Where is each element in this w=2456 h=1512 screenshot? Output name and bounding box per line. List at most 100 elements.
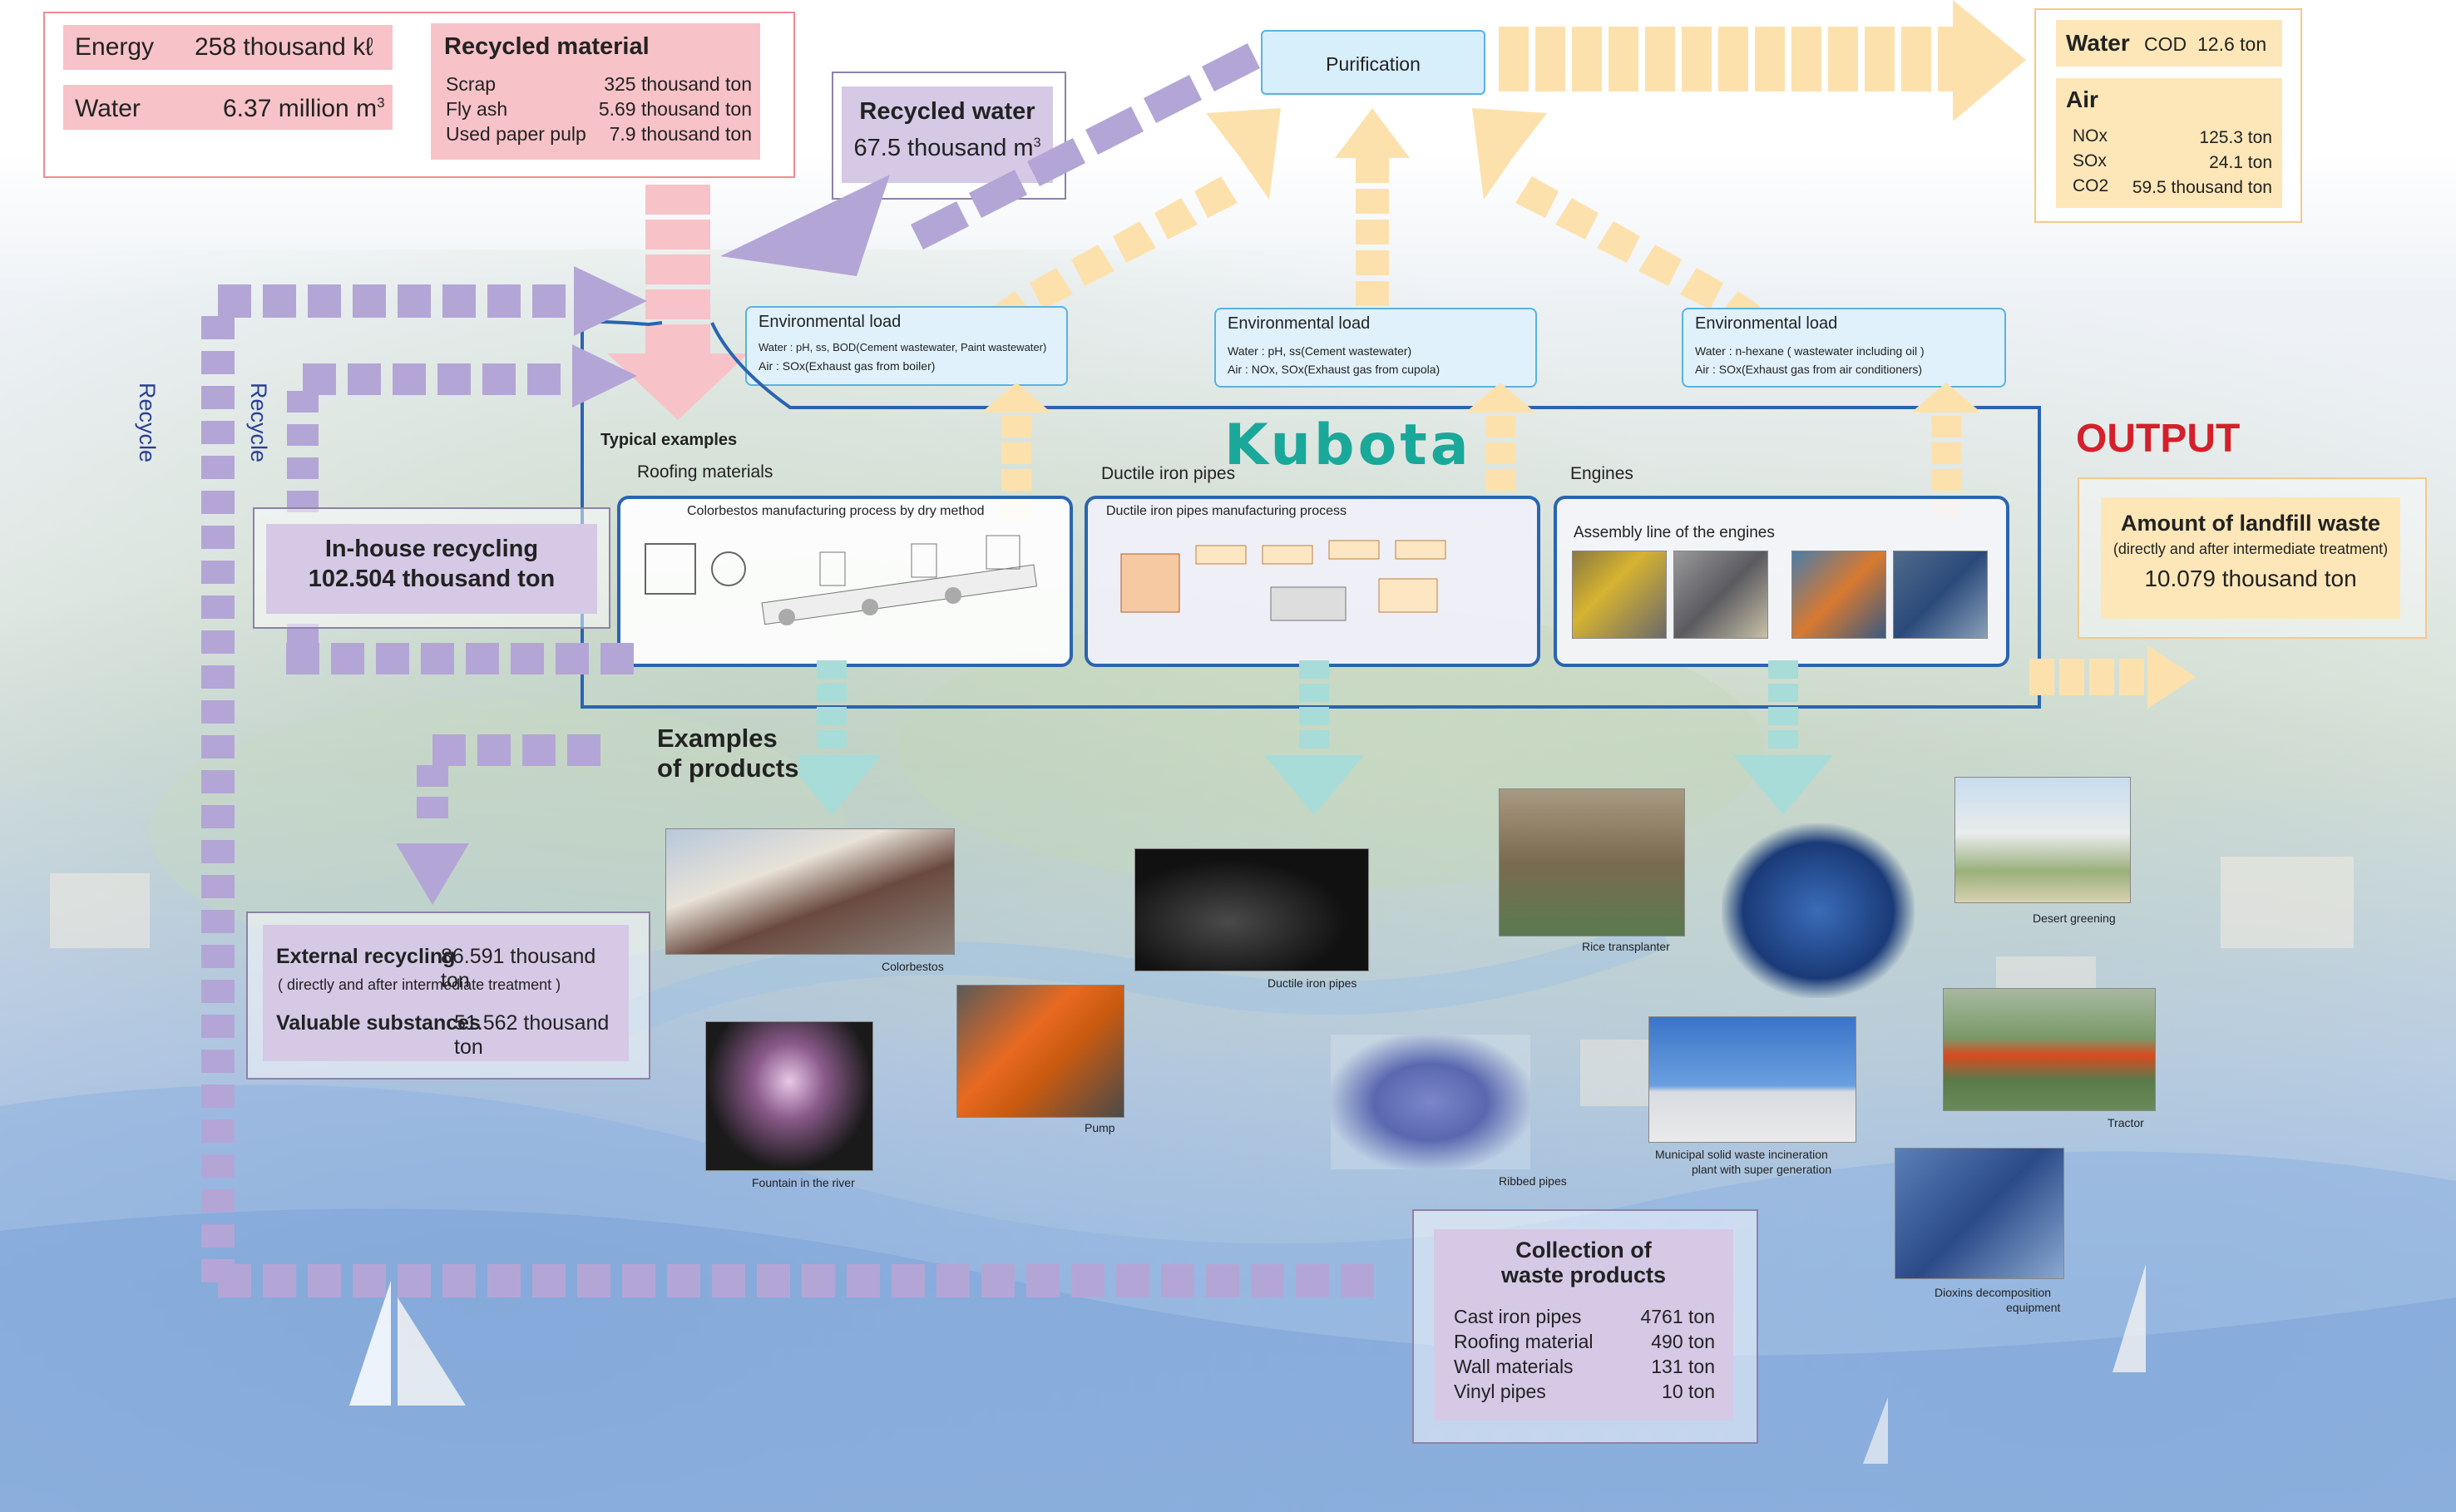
recycle-dash (287, 457, 319, 479)
recycle-dash (527, 363, 561, 395)
ribbed-pipes-photo (1331, 1035, 1530, 1169)
recycle-dash (201, 770, 235, 793)
recycle-dash (201, 421, 235, 444)
ductile-pipes-photo (1134, 848, 1369, 971)
recycle-dash (511, 643, 544, 674)
recycle-dash (286, 643, 319, 674)
env-load-title: Environmental load (1228, 314, 1371, 333)
collection-item-name: Roofing material (1454, 1331, 1594, 1352)
recycle-dash (417, 797, 448, 818)
water-input-row: Water 6.37 million m3 (63, 85, 393, 130)
process-box-pipes: Ductile iron pipes manufacturing process (1085, 496, 1540, 667)
recycle-dash (1251, 1264, 1284, 1297)
recycled-water-value: 67.5 thousand m3 (853, 135, 1041, 161)
purification-box: Purification (1261, 30, 1485, 95)
recycled-water-title: Recycled water (859, 98, 1035, 125)
process-title: Colorbestos manufacturing process by dry… (687, 504, 985, 518)
air-item-value: 125.3 ton (2199, 128, 2272, 147)
recycle-dash (1206, 1264, 1239, 1297)
recycle-dash (442, 1264, 476, 1297)
incineration-plant-photo (1648, 1016, 1856, 1143)
rice-transplanter-caption: Rice transplanter (1582, 940, 1670, 953)
recycle-dash (263, 1264, 296, 1297)
external-recycling-label: External recycling (276, 945, 456, 968)
recycle-dash (1116, 1264, 1149, 1297)
valuable-substances-label: Valuable substances (276, 1011, 481, 1035)
desert-greening-photo (1954, 777, 2131, 903)
recycle-dash (437, 363, 471, 395)
recycle-dash (936, 1264, 970, 1297)
recycle-dash (201, 1015, 235, 1038)
landfill-box: Amount of landfill waste (directly and a… (2101, 497, 2400, 619)
process-category: Roofing materials (637, 462, 773, 482)
recycled-material-box: Recycled material Scrap 325 thousand ton… (431, 23, 760, 160)
external-recycling-sub: ( directly and after intermediate treatm… (278, 976, 561, 993)
recycle-dash (1071, 1264, 1104, 1297)
recycled-item-value: 7.9 thousand ton (609, 123, 752, 145)
water-emission-title: Water (2066, 30, 2130, 56)
output-heading: OUTPUT (2076, 417, 2241, 461)
recycle-dash (201, 805, 235, 828)
fountain-caption: Fountain in the river (752, 1176, 855, 1189)
recycle-dash (1341, 1264, 1374, 1297)
collection-item-value: 4761 ton (1640, 1306, 1715, 1327)
ductile-pipes-caption: Ductile iron pipes (1268, 976, 1357, 990)
recycle-dash (218, 284, 251, 318)
recycle-dash (532, 284, 566, 318)
recycle-dash (522, 734, 556, 766)
recycle-dash (376, 643, 409, 674)
recycled-item-value: 325 thousand ton (604, 73, 752, 95)
incineration-caption-line2: plant with super generation (1692, 1163, 1832, 1176)
ribbed-pipes-caption: Ribbed pipes (1499, 1174, 1567, 1188)
landfill-title: Amount of landfill waste (2120, 511, 2380, 536)
recycle-dash (432, 734, 466, 766)
recycle-dash (622, 1264, 655, 1297)
recycle-inner-arrowhead (572, 344, 637, 408)
recycle-dash (417, 765, 448, 787)
valuable-substances-value: 51.562 thousand ton (454, 1011, 610, 1059)
desert-greening-caption: Desert greening (2033, 912, 2116, 925)
recycle-dash (398, 284, 431, 318)
env-load-box-roofing: Environmental load Water : pH, ss, BOD(C… (745, 306, 1068, 386)
recycle-dash (477, 734, 511, 766)
engine-line-photo (1572, 551, 1667, 639)
recycle-dash (201, 945, 235, 968)
process-box-roofing: Colorbestos manufacturing process by dry… (617, 496, 1073, 667)
recycle-dash (556, 643, 589, 674)
external-recycling-value: 86.591 thousand ton (441, 945, 596, 992)
fountain-photo (705, 1021, 873, 1171)
collection-item-name: Wall materials (1454, 1356, 1574, 1377)
colorbestos-photo (665, 828, 955, 955)
recycle-dash (1161, 1264, 1194, 1297)
recycle-dash (667, 1264, 700, 1297)
recycle-dash (201, 351, 235, 374)
engine-photo (1722, 823, 1915, 998)
collection-item-name: Cast iron pipes (1454, 1306, 1582, 1327)
engine-line-photo (1673, 551, 1768, 639)
recycle-dash (201, 491, 235, 514)
process-title: Assembly line of the engines (1574, 524, 1775, 541)
recycle-dash (218, 1264, 251, 1297)
env-load-water: Water : pH, ss, BOD(Cement wastewater, P… (759, 341, 1047, 353)
energy-label: Energy (75, 33, 155, 61)
recycled-item-value: 5.69 thousand ton (598, 98, 752, 120)
recycle-dash (201, 735, 235, 758)
recycled-item-name: Scrap (446, 73, 497, 95)
inhouse-box: In-house recycling 102.504 thousand ton (266, 524, 597, 614)
recycle-dash (421, 643, 454, 674)
air-item-name: NOx (2073, 126, 2108, 146)
colorbestos-caption: Colorbestos (882, 960, 944, 973)
process-category: Engines (1570, 464, 1633, 483)
pipes-process-diagram (1120, 540, 1446, 621)
recycle-dash (331, 643, 364, 674)
kubota-logo: Kubota (1224, 413, 1472, 478)
recycle-dash (308, 1264, 341, 1297)
pump-photo (956, 985, 1124, 1118)
env-load-air: Air : NOx, SOx(Exhaust gas from cupola) (1228, 363, 1440, 376)
recycle-dash (201, 561, 235, 584)
recycle-dash (201, 840, 235, 863)
recycle-dash (466, 643, 499, 674)
collection-title-line1: Collection of (1515, 1238, 1652, 1262)
env-load-box-engines: Environmental load Water : n-hexane ( wa… (1682, 308, 2006, 388)
water-cod-value: 12.6 ton (2197, 33, 2267, 55)
